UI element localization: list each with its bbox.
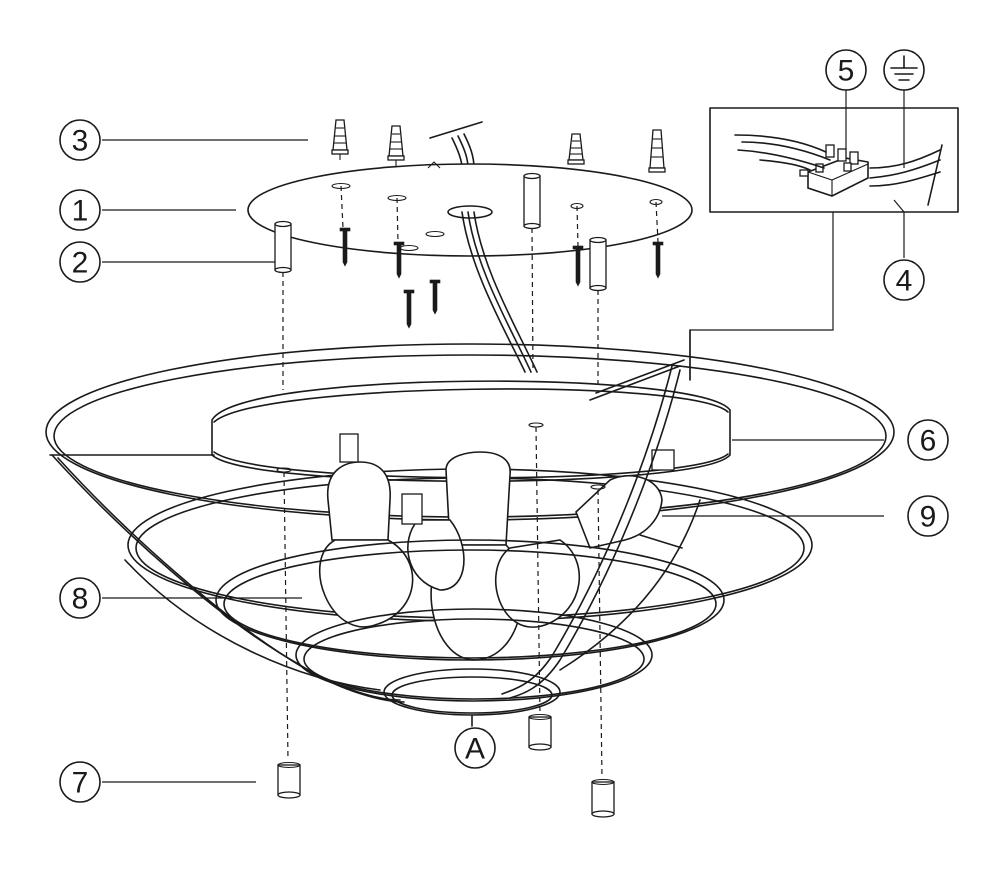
wall-plug	[567, 133, 585, 165]
wall-plugs	[331, 119, 666, 173]
callout-5-label: 5	[838, 55, 855, 88]
callout-3-label: 3	[72, 125, 89, 158]
callout-1-label: 1	[72, 195, 89, 228]
callout-9: 9	[907, 495, 949, 537]
inset-wires-left	[734, 134, 831, 171]
callout-A-label: A	[465, 733, 485, 766]
callout-5: 5	[825, 49, 867, 91]
ground-symbol-icon	[883, 49, 925, 91]
bulb	[494, 539, 581, 628]
standoffs	[274, 172, 607, 292]
standoff	[523, 172, 541, 230]
bulb	[318, 433, 414, 628]
lower-rings	[215, 539, 725, 727]
callout-8-label: 8	[72, 583, 89, 616]
alignment-lines-standoffs	[282, 227, 599, 400]
wall-plug	[648, 129, 666, 173]
screw	[652, 241, 664, 279]
callout-6-label: 6	[920, 425, 937, 458]
canopy-holes	[276, 422, 606, 779]
end-cap	[277, 761, 301, 799]
wiring-inset	[709, 107, 959, 213]
end-cap	[591, 778, 615, 818]
callout-6: 6	[907, 419, 949, 461]
wall-plug	[387, 125, 405, 166]
callout-8: 8	[59, 577, 101, 619]
end-cap	[528, 713, 552, 751]
alignment-lines-top	[340, 185, 659, 247]
callout-9-label: 9	[920, 501, 937, 534]
screw	[572, 245, 584, 287]
mounting-plate	[247, 161, 693, 257]
screw	[339, 227, 351, 267]
screw	[403, 289, 415, 329]
canopy-body	[49, 329, 731, 483]
standoff	[589, 236, 607, 292]
supply-cable	[429, 121, 483, 169]
callout-3: 3	[59, 119, 101, 161]
screw	[393, 241, 405, 279]
callout-4-label: 4	[896, 265, 913, 298]
end-caps	[277, 713, 615, 818]
callout-1: 1	[59, 189, 101, 231]
callout-4: 4	[883, 259, 925, 301]
callout-7-label: 7	[72, 767, 89, 800]
leader-lines	[102, 88, 905, 783]
inset-connector-line	[689, 212, 834, 380]
screw	[429, 279, 441, 315]
callout-2: 2	[59, 241, 101, 283]
wall-plug	[331, 119, 349, 160]
inset-wires-right	[869, 144, 943, 206]
callout-7: 7	[59, 761, 101, 803]
screws	[339, 227, 664, 329]
callout-A: A	[454, 727, 496, 769]
standoff	[274, 220, 292, 274]
callout-2-label: 2	[72, 247, 89, 280]
frame-ribs	[51, 359, 701, 703]
